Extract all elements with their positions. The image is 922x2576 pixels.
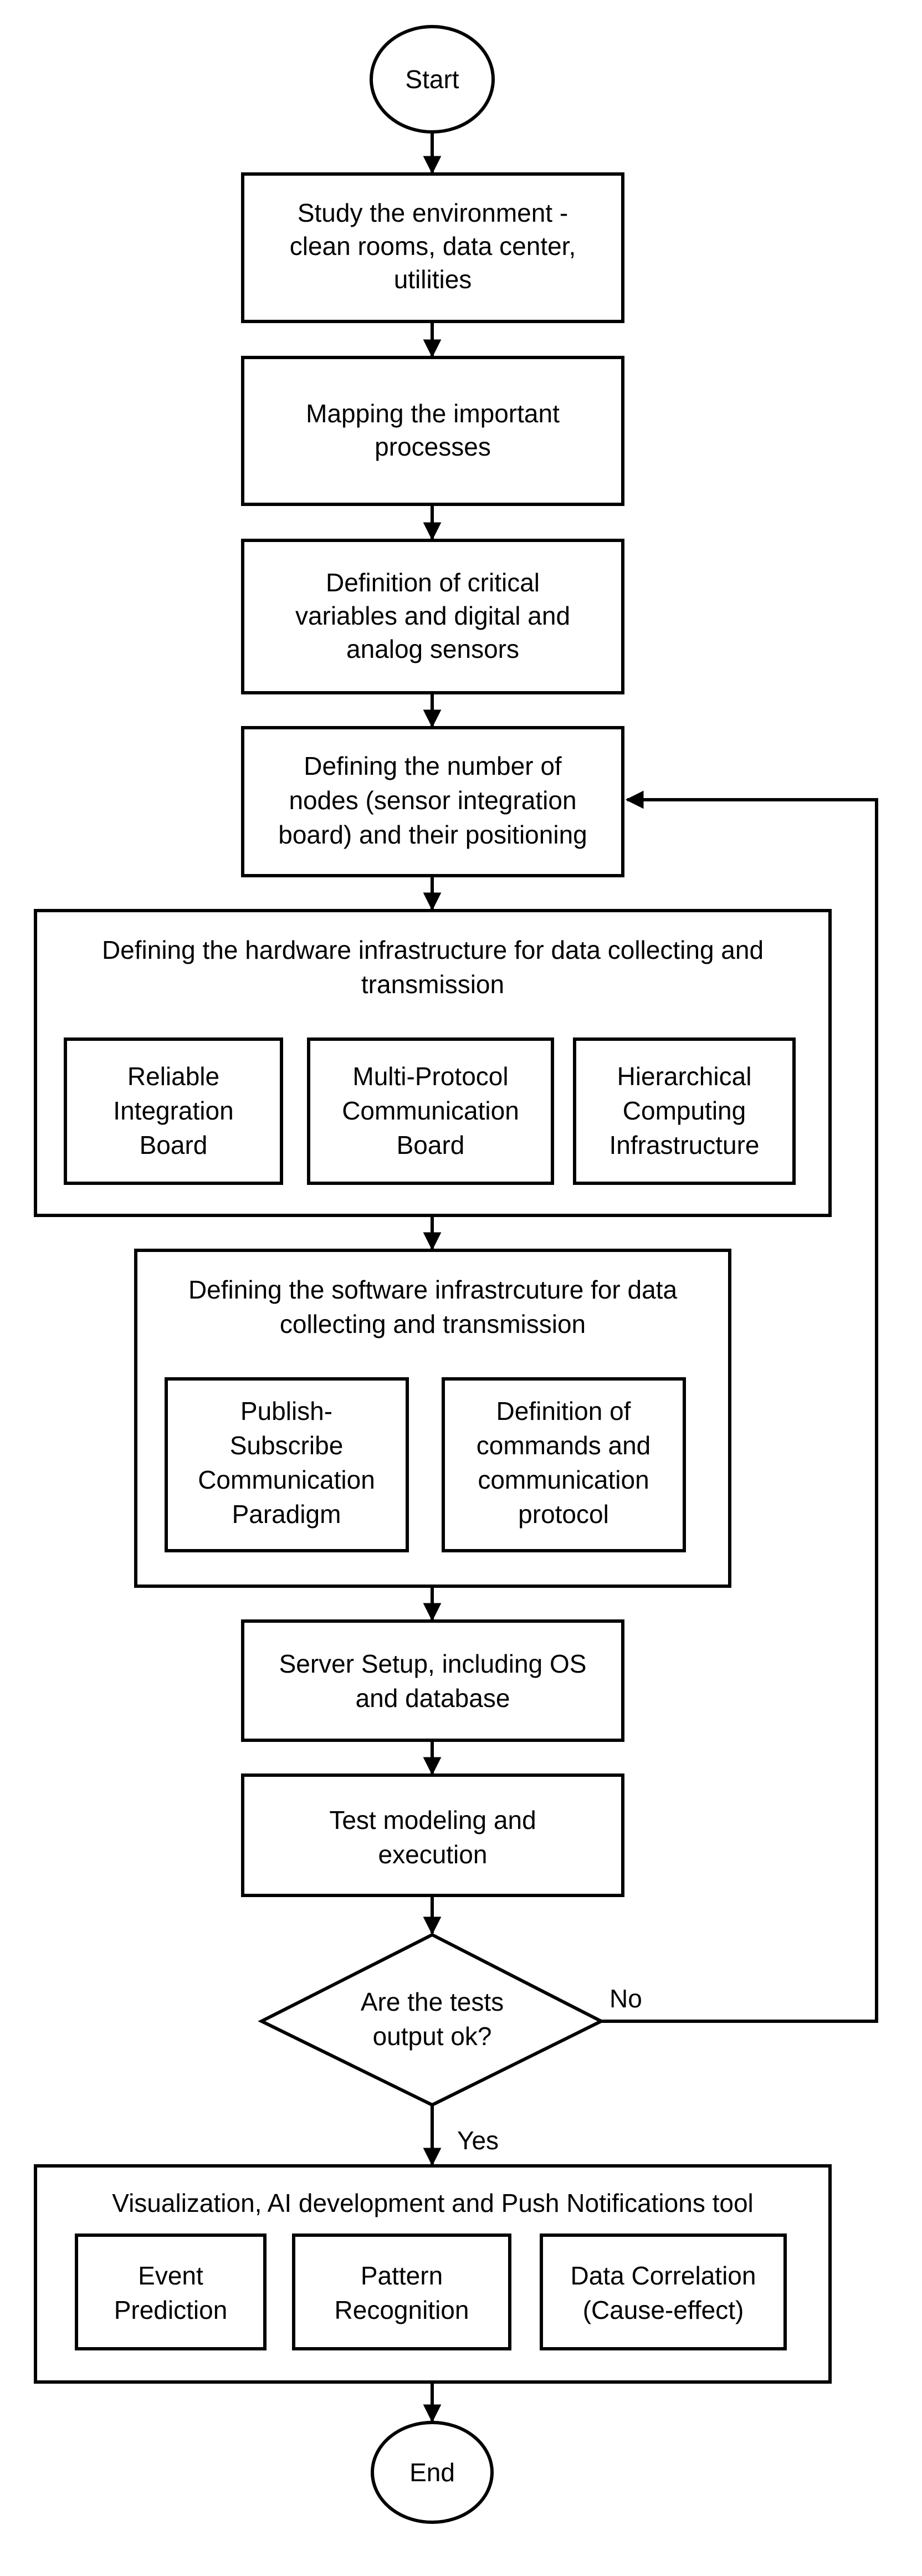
sw-item-2-line-1: Definition of: [496, 1397, 631, 1425]
hw-item-2-line-3: Board: [397, 1131, 465, 1159]
test-line-1: Test modeling and: [329, 1806, 536, 1834]
sw-item-2-line-3: communication: [478, 1465, 649, 1494]
sw-item-1-line-3: Communication: [198, 1465, 375, 1494]
test-modeling-step: Test modeling and execution: [241, 1773, 624, 1897]
vis-item-3-line-2: (Cause-effect): [583, 2296, 744, 2324]
decision-line-2: output ok?: [373, 2022, 492, 2051]
vars-line-2: variables and digital and: [295, 601, 570, 630]
start-terminal: Start: [370, 25, 495, 134]
yes-branch-label: Yes: [457, 2126, 499, 2155]
reliable-integration-board-box: Reliable Integration Board: [64, 1037, 283, 1185]
test-line-2: execution: [378, 1840, 488, 1869]
hierarchical-computing-box: Hierarchical Computing Infrastructure: [573, 1037, 796, 1185]
mapping-line-1: Mapping the important: [306, 399, 560, 428]
vis-item-2-line-2: Recognition: [335, 2296, 469, 2324]
hw-item-3-line-2: Computing: [623, 1096, 746, 1125]
server-setup-step: Server Setup, including OS and database: [241, 1619, 624, 1742]
software-infrastructure-group: Defining the software infrastrcuture for…: [134, 1249, 731, 1588]
tests-ok-decision: Are the tests output ok?: [258, 1933, 605, 2107]
connectors: [423, 132, 878, 2423]
server-line-2: and database: [356, 1684, 510, 1713]
start-label: Start: [405, 65, 459, 94]
hardware-title-line-1: Defining the hardware infrastructure for…: [102, 936, 764, 964]
study-line-3: utilities: [394, 265, 472, 294]
sw-item-2-line-4: protocol: [518, 1500, 609, 1529]
vis-item-1-line-1: Event: [138, 2261, 203, 2290]
arrow-no-loop-to-nodes: [601, 790, 878, 2023]
software-title-line-2: collecting and transmission: [280, 1310, 586, 1338]
hardware-title-line-2: transmission: [361, 970, 504, 999]
decision-line-1: Are the tests: [361, 1987, 504, 2016]
commands-protocol-box: Definition of commands and communication…: [442, 1377, 686, 1552]
vis-item-3-line-1: Data Correlation: [571, 2261, 756, 2290]
hw-item-1-line-3: Board: [140, 1131, 208, 1159]
vis-item-1-line-2: Prediction: [114, 2296, 228, 2324]
mapping-line-2: processes: [375, 432, 491, 461]
study-environment-step: Study the environment - clean rooms, dat…: [241, 172, 624, 323]
nodes-line-1: Defining the number of: [304, 752, 562, 780]
hw-item-3-line-3: Infrastructure: [609, 1131, 760, 1159]
software-title-line-1: Defining the software infrastrcuture for…: [188, 1275, 678, 1304]
hw-item-2-line-2: Communication: [342, 1096, 519, 1125]
define-nodes-step: Defining the number of nodes (sensor int…: [241, 726, 624, 877]
visualization-tool-group: Visualization, AI development and Push N…: [34, 2164, 832, 2384]
vars-line-3: analog sensors: [346, 635, 519, 663]
sw-item-2-line-2: commands and: [477, 1431, 651, 1460]
end-terminal: End: [371, 2421, 494, 2524]
nodes-line-3: board) and their positioning: [278, 820, 587, 849]
multi-protocol-board-box: Multi-Protocol Communication Board: [307, 1037, 554, 1185]
no-branch-label: No: [609, 1984, 642, 2013]
critical-variables-step: Definition of critical variables and dig…: [241, 539, 624, 694]
event-prediction-box: Event Prediction: [75, 2233, 267, 2350]
study-line-1: Study the environment -: [298, 198, 568, 227]
study-line-2: clean rooms, data center,: [290, 232, 576, 260]
sw-item-1-line-2: Subscribe: [230, 1431, 344, 1460]
sw-item-1-line-4: Paradigm: [232, 1500, 341, 1529]
hw-item-1-line-1: Reliable: [127, 1062, 219, 1091]
pattern-recognition-box: Pattern Recognition: [292, 2233, 511, 2350]
visualization-title: Visualization, AI development and Push N…: [112, 2189, 754, 2217]
hardware-infrastructure-group: Defining the hardware infrastructure for…: [34, 909, 832, 1217]
hw-item-1-line-2: Integration: [113, 1096, 233, 1125]
data-correlation-box: Data Correlation (Cause-effect): [540, 2233, 787, 2350]
sw-item-1-line-1: Publish-: [240, 1397, 332, 1425]
hw-item-3-line-1: Hierarchical: [617, 1062, 752, 1091]
hw-item-2-line-1: Multi-Protocol: [352, 1062, 508, 1091]
vis-item-2-line-1: Pattern: [361, 2261, 443, 2290]
end-label: End: [409, 2458, 455, 2487]
mapping-processes-step: Mapping the important processes: [241, 356, 624, 506]
nodes-line-2: nodes (sensor integration: [289, 786, 576, 815]
vars-line-1: Definition of critical: [326, 568, 540, 597]
publish-subscribe-box: Publish- Subscribe Communication Paradig…: [165, 1377, 409, 1552]
server-line-1: Server Setup, including OS: [279, 1649, 587, 1678]
